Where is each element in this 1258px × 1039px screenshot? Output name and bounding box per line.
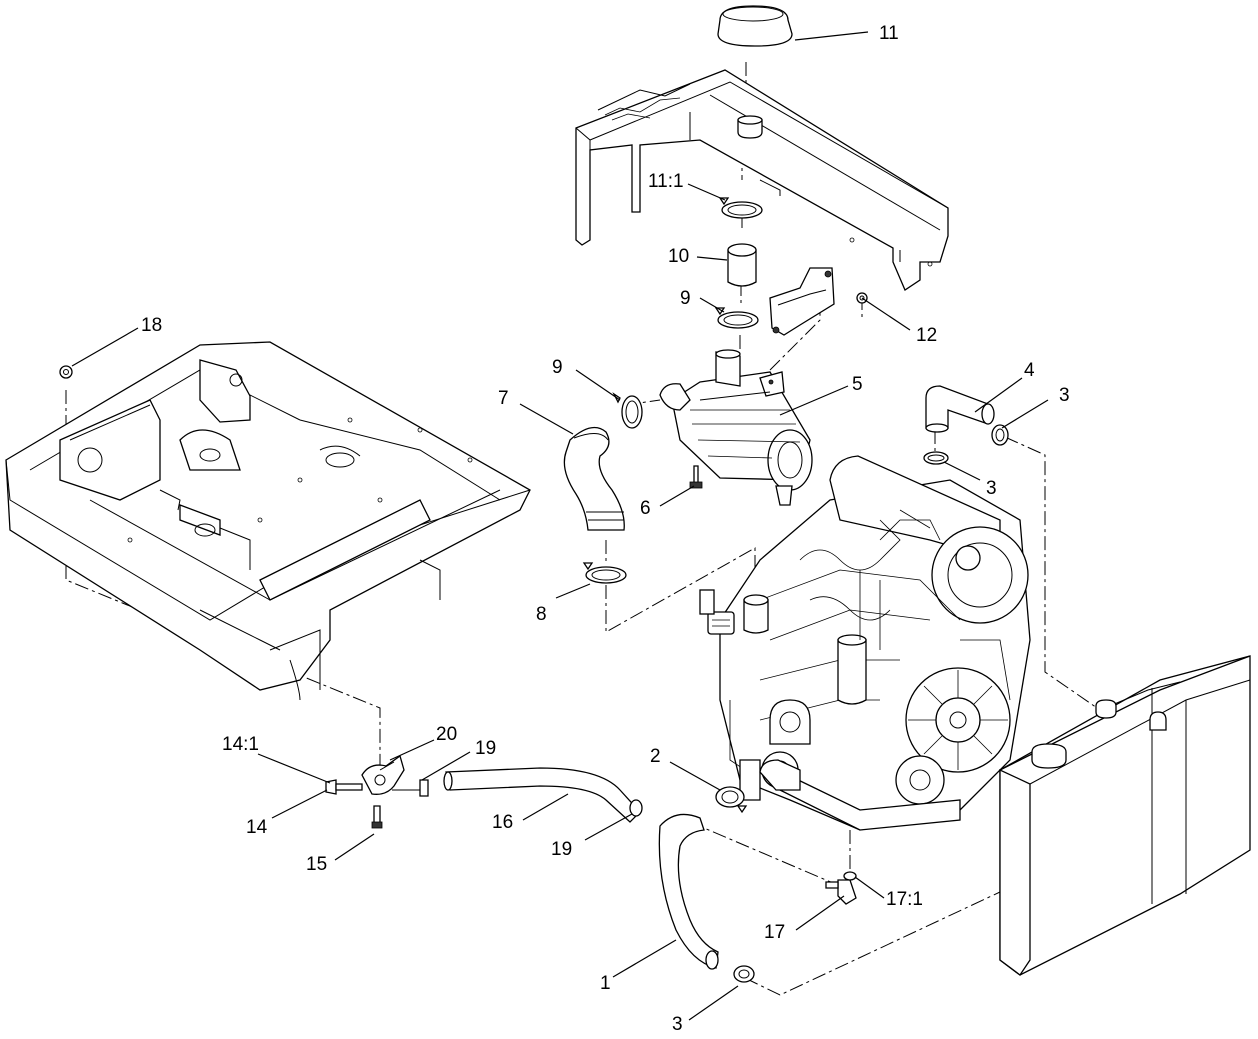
- callout-18: 18: [141, 315, 162, 336]
- hose-10: [727, 243, 757, 287]
- callout-8: 8: [536, 604, 547, 625]
- elbow-4: [925, 385, 995, 433]
- callout-6: 6: [640, 498, 651, 519]
- drain-fitting-17: [825, 871, 857, 905]
- clamp-3-lower: [733, 965, 755, 983]
- radiator-hose: [658, 813, 719, 970]
- clamp-11-1: [718, 197, 763, 219]
- callout-9: 9: [552, 357, 563, 378]
- callout-15: 15: [306, 854, 327, 875]
- callout-3: 3: [986, 478, 997, 499]
- screw-6: [689, 465, 703, 489]
- clamp-3-upper-right: [991, 424, 1009, 446]
- callout-1: 1: [600, 973, 611, 994]
- callout-14: 14: [246, 817, 268, 838]
- callout-7: 7: [498, 388, 509, 409]
- elbow-hose: [563, 426, 625, 531]
- callout-14-1: 14:1: [222, 734, 259, 755]
- callout-17-1: 17:1: [886, 889, 923, 910]
- clamp-8: [582, 562, 627, 584]
- leader-lines: [71, 31, 1049, 1021]
- small-bracket: [769, 267, 835, 336]
- callout-2: 2: [650, 746, 661, 767]
- callout-3: 3: [672, 1014, 683, 1035]
- air-cleaner: [659, 349, 813, 506]
- precleaner-cap: [717, 5, 793, 47]
- callout-17: 17: [764, 922, 785, 943]
- clamp-2: [715, 786, 748, 814]
- callout-10: 10: [668, 246, 689, 267]
- callout-5: 5: [852, 374, 863, 395]
- clamp-19: [629, 799, 643, 817]
- callout-19: 19: [475, 738, 496, 759]
- callout-9: 9: [680, 288, 691, 309]
- frame-platform: [5, 341, 531, 701]
- callout-4: 4: [1024, 360, 1035, 381]
- clamp-9-upper: [714, 307, 759, 329]
- radiator: [999, 655, 1251, 976]
- hose-16: [443, 767, 641, 823]
- callout-12: 12: [916, 325, 937, 346]
- callout-11: 11: [879, 23, 899, 44]
- drain-valve-assembly: [325, 754, 429, 829]
- callout-20: 20: [436, 724, 457, 745]
- engine: [699, 455, 1031, 831]
- callout-labels: 11 11:1 10 9 12 18 9 7 5 4 3 3 6 8 14:1 …: [141, 23, 1070, 1035]
- callout-11-1: 11:1: [648, 171, 684, 192]
- callout-16: 16: [492, 812, 513, 833]
- callout-19: 19: [551, 839, 572, 860]
- nut-18: [59, 365, 73, 379]
- upper-bracket: [575, 69, 949, 291]
- callout-3: 3: [1059, 385, 1070, 406]
- intake-stub: [737, 115, 763, 139]
- clamp-3-upper: [923, 451, 949, 465]
